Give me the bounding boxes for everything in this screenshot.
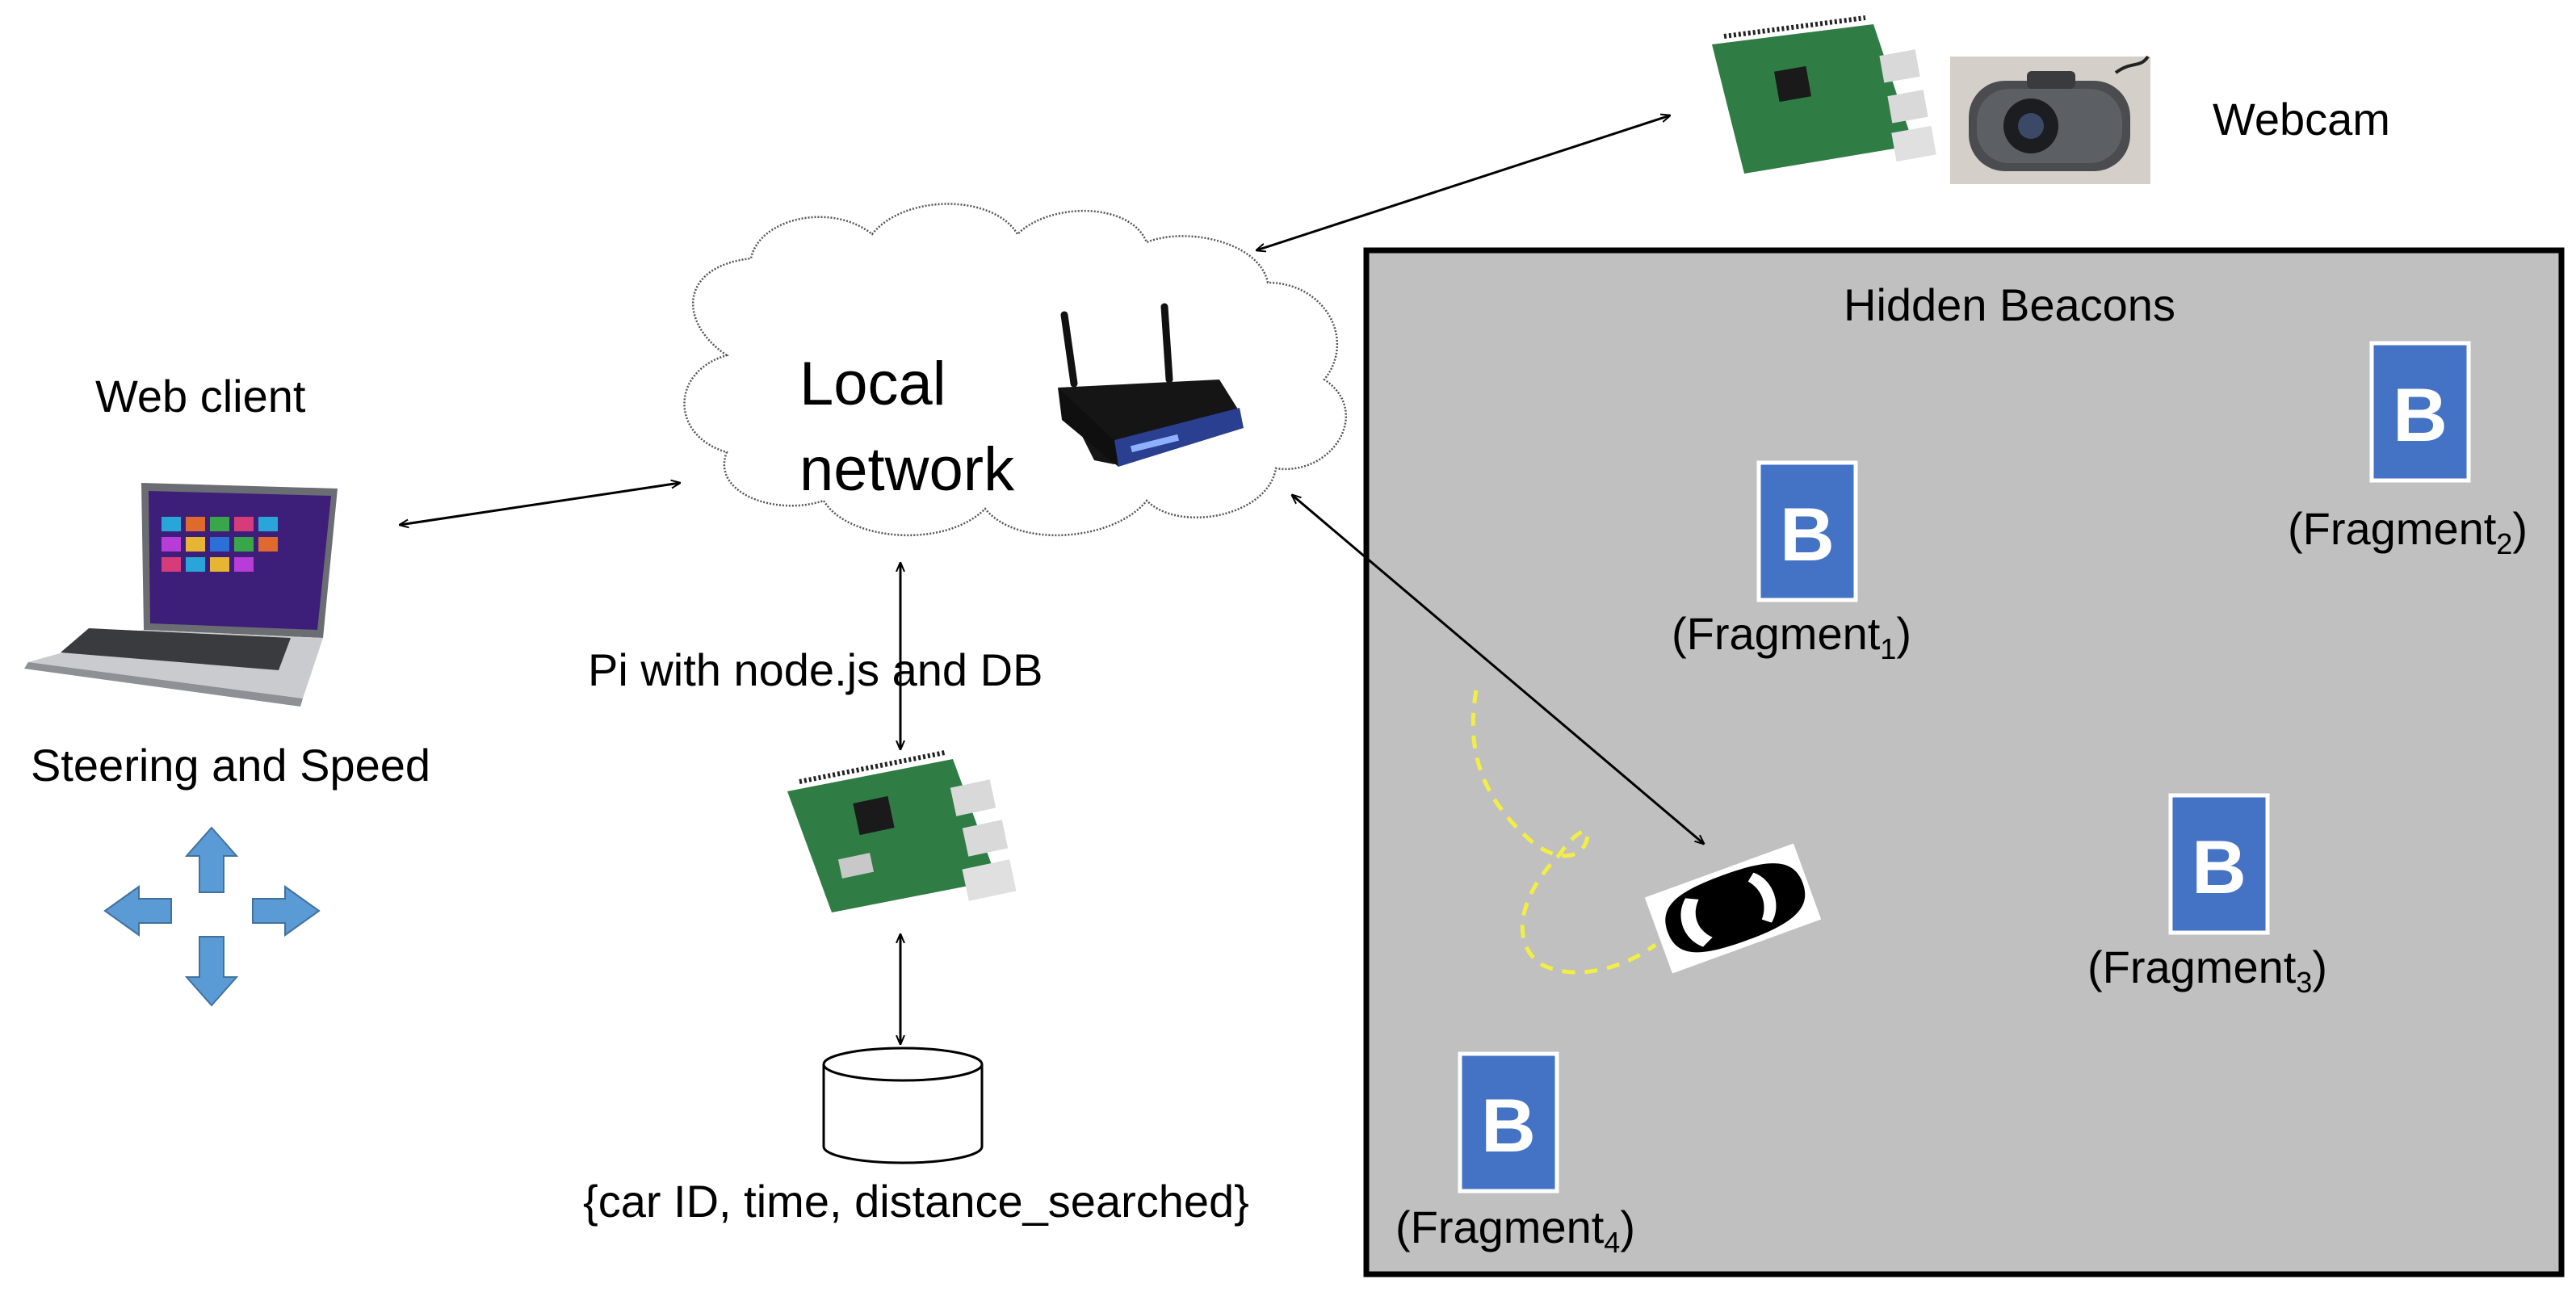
fragment-text: (Fragment: [1672, 608, 1881, 659]
fragment-close: ): [2512, 503, 2528, 554]
car-path: [1471, 690, 1657, 975]
direction-arrows-icon: [103, 826, 321, 1007]
pi-label: Pi with node.js and DB: [588, 644, 1043, 695]
beacon-1-box: [1756, 460, 1858, 602]
fragment-text: (Fragment: [2288, 503, 2497, 554]
fragment-index: 3: [2296, 966, 2313, 1000]
hidden-beacons-label: Hidden Beacons: [1844, 279, 2175, 330]
beacon-3-letter: B: [2192, 824, 2247, 909]
fragment-index: 2: [2496, 527, 2513, 561]
fragment-text: (Fragment: [1395, 1202, 1605, 1252]
network-label: network: [799, 435, 1015, 504]
raspberry-pi-icon: [1712, 15, 1936, 174]
laptop-icon: [24, 483, 338, 707]
car-icon: [1644, 843, 1822, 974]
beacon-squares: [1458, 341, 2471, 1193]
db-record-label: {car ID, time, distance_searched}: [583, 1176, 1249, 1227]
local-label: Local: [799, 350, 946, 418]
steering-speed-label: Steering and Speed: [31, 740, 431, 791]
beacon-2-fragment-label: (Fragment2): [2288, 502, 2528, 561]
raspberry-pi-icon: [787, 750, 1017, 912]
database-icon: [822, 1047, 984, 1164]
beacon-4-fragment-label: (Fragment4): [1395, 1201, 1635, 1260]
router-icon: [1058, 303, 1244, 467]
fragment-index: 4: [1604, 1226, 1621, 1260]
web-client-label: Web client: [95, 371, 306, 422]
fragment-close: ): [2312, 942, 2327, 992]
beacon-1-letter: B: [1780, 492, 1835, 577]
beacon-3-fragment-label: (Fragment3): [2087, 941, 2327, 1000]
webcam-label: Webcam: [2213, 94, 2390, 145]
local-network-cloud: [683, 203, 1348, 537]
webcam-icon: [1950, 55, 2150, 184]
connection-arrows: [400, 115, 1704, 1044]
beacon-4-box: [1458, 1051, 1559, 1193]
beacon-4-letter: B: [1481, 1083, 1536, 1168]
beacon-2-box: [2369, 341, 2471, 483]
beacon-2-letter: B: [2393, 372, 2448, 457]
fragment-close: ): [1620, 1202, 1635, 1252]
fragment-text: (Fragment: [2087, 942, 2297, 992]
fragment-close: ): [1896, 608, 1911, 659]
fragment-index: 1: [1880, 632, 1897, 666]
beacon-1-fragment-label: (Fragment1): [1672, 607, 1911, 666]
beacon-3-box: [2168, 793, 2270, 935]
